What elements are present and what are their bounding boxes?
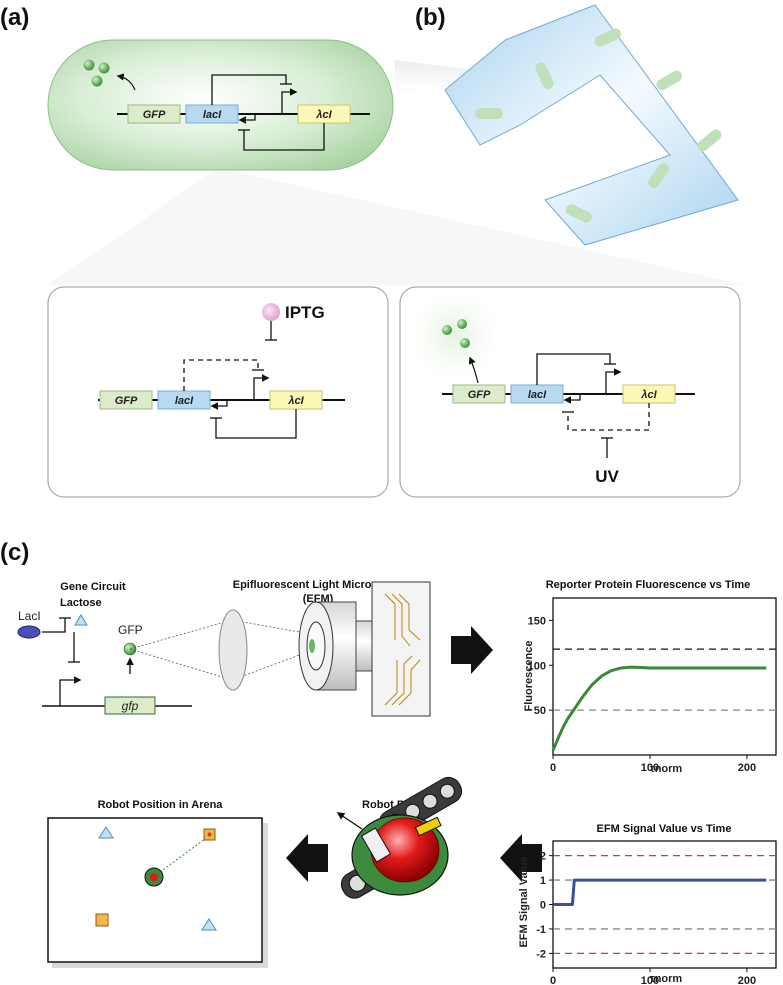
gfp-glow: [410, 290, 500, 380]
chart2-ylabel: EFM Signal Value: [518, 856, 530, 947]
lactose-molecule: [74, 614, 88, 626]
gfp-molecule: [442, 325, 452, 335]
expression-arrow: [468, 356, 479, 384]
regulation-arrows-uv: [536, 353, 650, 458]
light-path: [129, 619, 306, 681]
robot-path: [159, 838, 206, 873]
y-tick-label: 150: [528, 615, 546, 627]
gene-label-gfp: gfp: [122, 699, 139, 713]
x-tick-label: 100: [641, 762, 659, 774]
gene-label-laci: lacI: [203, 109, 222, 121]
y-tick-label: 2: [540, 851, 546, 863]
gene-label-gfp: GFP: [468, 389, 491, 401]
gene-label-laci: lacI: [528, 389, 547, 401]
y-tick-label: -2: [536, 948, 546, 960]
expression-arrow: [116, 73, 136, 91]
flow-arrow-left: [500, 834, 542, 882]
series-line: [551, 665, 767, 752]
x-tick-label: 200: [738, 975, 756, 985]
iptg-molecule: [262, 303, 280, 321]
gfp-molecule: [457, 319, 467, 329]
y-tick-label: -1: [536, 924, 546, 936]
chart1-ylabel: Fluorescence: [523, 641, 535, 712]
gene-label-gfp: GFP: [115, 395, 138, 407]
gfp-molecule: [98, 62, 110, 74]
flow-arrow-left: [286, 834, 328, 882]
chart2-title: EFM Signal Value vs Time: [597, 823, 732, 835]
gene-box-gfp: [127, 104, 181, 124]
panel-label-a: (a): [0, 4, 29, 31]
x-tick-label: 200: [738, 762, 756, 774]
chart1-title: Reporter Protein Fluorescence vs Time: [546, 579, 751, 591]
gene-label-laci: lacI: [175, 395, 194, 407]
circuit-arrows: [42, 617, 134, 706]
gfp-protein-label: GFP: [118, 623, 143, 637]
uv-label: UV: [595, 467, 619, 486]
microscope-lens: [218, 609, 248, 691]
plot-frame: [552, 840, 777, 969]
gfp-molecule: [460, 338, 470, 348]
fluorescence-chart: 0 100 200 50 100 150: [528, 597, 777, 774]
x-tick-label: 0: [550, 762, 556, 774]
target-marker: [95, 913, 109, 927]
gene-label-lambda: λcI: [287, 395, 304, 407]
flow-arrow-right: [451, 626, 493, 674]
y-tick-label: 50: [534, 705, 546, 717]
x-tick-label: 0: [550, 975, 556, 985]
chart1-xlabel: τnorm: [650, 763, 683, 775]
arena-title: Robot Position in Arena: [98, 799, 224, 811]
zoom-cone-a: [48, 168, 745, 285]
gfp-molecule: [91, 75, 103, 87]
iptg-label: IPTG: [285, 303, 325, 322]
chart2-xlabel: τnorm: [650, 973, 683, 985]
target-marker-dot: [207, 832, 212, 837]
gene-box-gfp: [452, 384, 506, 404]
regulation-arrows-iptg: [183, 321, 297, 439]
laci-protein-label: LacI: [18, 609, 41, 623]
robot-illustration: [340, 776, 463, 899]
robot-heading-arrow: [336, 812, 363, 830]
gfp-molecule: [83, 59, 95, 71]
lactose-marker: [98, 826, 114, 839]
efm-signal-chart: 0 100 200 -2 -1 0 1 2: [536, 840, 777, 985]
arena: [47, 817, 263, 963]
laci-protein: [17, 625, 41, 639]
gene-label-gfp: GFP: [143, 109, 166, 121]
lactose-marker: [201, 918, 217, 931]
series-line: [553, 878, 767, 906]
x-tick-label: 100: [641, 975, 659, 985]
y-tick-label: 100: [528, 660, 546, 672]
lactose-label: Lactose: [60, 597, 102, 609]
plot-frame: [552, 597, 777, 756]
panel-label-b: (b): [415, 4, 446, 31]
gene-label-lambda: λcI: [640, 389, 657, 401]
inset-iptg: [47, 286, 389, 498]
camera-circuit-board: [371, 581, 431, 717]
robot-dome: [150, 873, 158, 881]
gene-label-lambda: λcI: [315, 109, 332, 121]
panel-label-c: (c): [0, 539, 29, 566]
gene-box-gfp: [104, 696, 156, 715]
regulation-arrows-a: [211, 74, 325, 151]
gene-box-gfp: [99, 390, 153, 410]
y-tick-label: 1: [540, 875, 546, 887]
gene-circuit-title: Gene Circuit: [60, 581, 126, 593]
microscope-title: Epifluorescent Light Microscope: [233, 579, 404, 591]
robot-arena-b: [444, 4, 739, 246]
y-tick-label: 0: [540, 900, 546, 912]
